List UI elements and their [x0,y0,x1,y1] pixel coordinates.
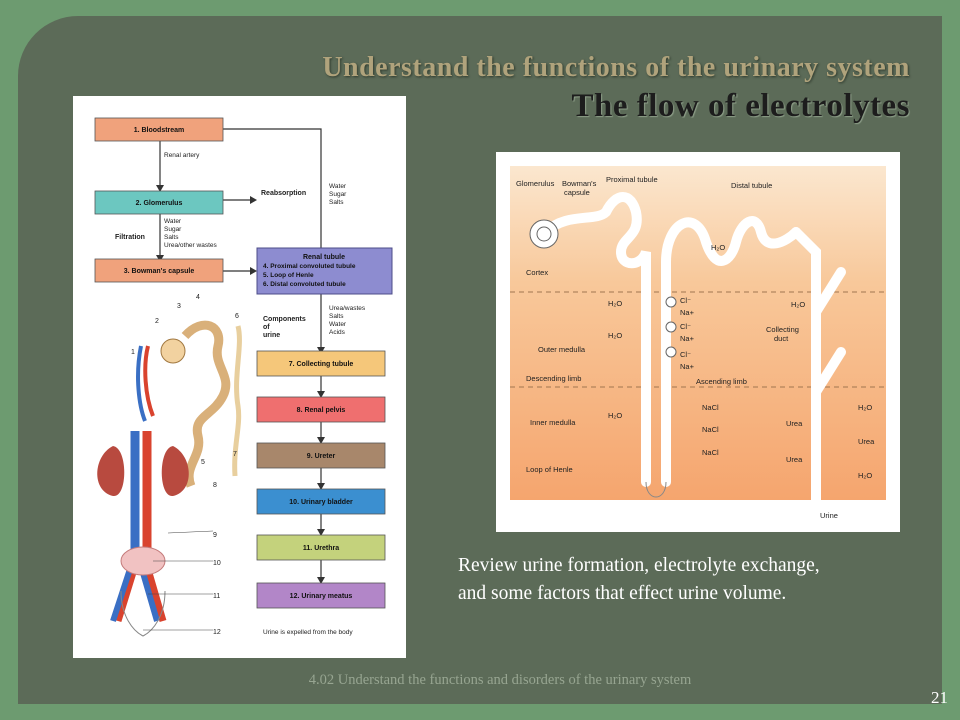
proximal-label: Proximal tubule [606,175,658,184]
nacl-label: NaCl [702,448,719,457]
caption: Review urine formation, electrolyte exch… [458,552,928,608]
nacl-label: NaCl [702,403,719,412]
flow-box [256,534,386,561]
components-item: Salts [329,313,344,320]
number-label: 10 [213,560,221,567]
descending-label: Descending limb [526,374,581,383]
flow-box-label: 10. Urinary bladder [289,499,353,506]
flow-box-label: 8. Renal pelvis [297,407,346,414]
reabsorption-item: Salts [329,199,344,206]
cortex-label: Cortex [526,268,548,277]
page-number: 21 [931,688,948,707]
na-label: Na+ [680,308,695,317]
number-label: 2 [155,318,159,325]
na-label: Na+ [680,334,695,343]
number-label: 4 [196,294,200,301]
bowmans-label: capsule [564,188,590,197]
reabsorption-item: Sugar [329,191,347,198]
nacl-label: NaCl [702,425,719,434]
filtration-item: Urea/other wastes [164,242,217,249]
number-label: 11 [213,593,220,600]
h2o-label: H₂O [608,331,622,340]
flow-box [94,190,224,215]
bowmans-label: Bowman's [562,179,597,188]
collecting-label: Collecting [766,325,799,334]
na-label: Na+ [680,362,695,371]
flow-box [256,350,386,377]
urea-label: Urea [786,455,803,464]
loop-label: Loop of Henle [526,465,573,474]
tubule-item-4: 4. Proximal convoluted tubule [263,263,356,270]
number-label: 1 [131,349,135,356]
caption-line: Review urine formation, electrolyte exch… [458,555,820,576]
renal-tubule-box [256,247,393,295]
h2o-label: H₂O [608,299,622,308]
components-item: Urea/wastes [329,305,366,312]
filtration-item: Water [164,218,182,225]
flow-box-label: 9. Ureter [307,453,336,460]
h2o-label: H₂O [608,411,622,420]
number-label: 6 [235,313,239,320]
slide-title: Understand the functions of the urinary … [322,52,910,83]
collecting-label: duct [774,334,789,343]
reabsorption-item: Water [329,183,347,190]
ascending-label: Ascending limb [696,377,747,386]
renal-artery-label: Renal artery [164,152,200,159]
number-label: 3 [177,303,181,310]
flow-box [256,488,386,515]
h2o-label: H₂O [858,471,872,480]
flow-box [256,582,386,609]
caption-line: and some factors that effect urine volum… [458,583,787,604]
tubule-title: Renal tubule [303,254,345,261]
glomerulus-label: Glomerulus [516,179,555,188]
cl-label: Cl⁻ [680,322,691,331]
h2o-label: H₂O [711,243,725,252]
tubule-item-5: 5. Loop of Henle [263,272,314,279]
distal-label: Distal tubule [731,181,772,190]
h2o-label: H₂O [791,300,805,309]
components-item: Acids [329,329,346,336]
filtration-item: Sugar [164,226,182,233]
nephron-illustration [97,320,242,637]
inner-medulla-label: Inner medulla [530,418,576,427]
flow-box [256,396,386,423]
urea-label: Urea [858,437,875,446]
cl-label: Cl⁻ [680,350,691,359]
footer: 4.02 Understand the functions and disord… [308,672,692,688]
flow-box [94,258,224,283]
flow-box-label: 2. Glomerulus [136,200,183,207]
outer-medulla-label: Outer medulla [538,345,586,354]
filtration-item: Salts [164,234,179,241]
flow-box [256,442,386,469]
components-label: urine [263,332,280,339]
number-label: 7 [233,451,237,458]
flow-box-label: 11. Urethra [303,545,339,552]
tubule-item-6: 6. Distal convoluted tubule [263,281,346,288]
number-label: 9 [213,532,217,539]
flow-box [94,117,224,142]
slide-subtitle: The flow of electrolytes [571,88,910,124]
urinary-flowchart-figure: 1. Bloodstream 2. Glomerulus 3. Bowman's c… [73,96,406,658]
nephron-diagram-figure: Glomerulus Bowman's capsule Proximal tub… [496,152,900,532]
reabsorption-label: Reabsorption [261,190,306,197]
number-label: 8 [213,482,217,489]
number-label: 12 [213,629,221,636]
flow-box-label: 3. Bowman's capsule [124,268,195,275]
flow-box-label: 7. Collecting tubule [289,361,354,368]
flow-box-label: 12. Urinary meatus [290,593,353,600]
number-label: 5 [201,459,205,466]
urea-label: Urea [786,419,803,428]
h2o-label: H₂O [858,403,872,412]
components-item: Water [329,321,347,328]
expelled-label: Urine is expelled from the body [263,629,353,636]
components-label: of [263,324,270,331]
flow-box-label: 1. Bloodstream [134,127,185,134]
filtration-label: Filtration [115,234,145,241]
components-label: Components [263,316,306,323]
cl-label: Cl⁻ [680,296,691,305]
urine-label: Urine [820,511,838,520]
